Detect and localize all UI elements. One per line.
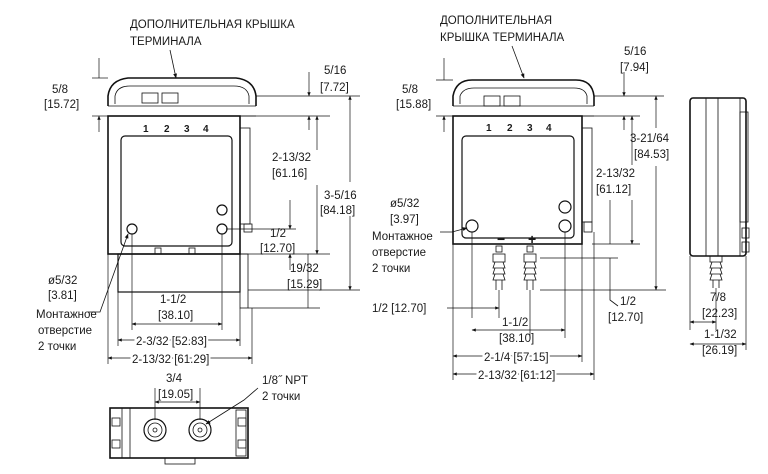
middle-front-view: ДОПОЛНИТЕЛЬНАЯ КРЫШКА ТЕРМИНАЛА 1 2 3 4 … xyxy=(372,15,670,384)
left-hole-size: ø5/32 xyxy=(48,275,77,287)
side-dim-depth-mm: [26.19] xyxy=(702,345,737,357)
middle-dim-top-left-frac: 5/8 xyxy=(402,84,418,96)
left-dim-top-right-frac: 5/16 xyxy=(324,65,346,77)
left-dim-width-outer: 2-13/32 [61.29] xyxy=(132,354,209,366)
left-dim-spacing-mm: [38.10] xyxy=(158,310,193,322)
left-dim-total-h-frac: 3-5/16 xyxy=(324,190,357,202)
left-dim-hole-h-mm: [12.70] xyxy=(260,243,295,255)
left-front-view: ДОПОЛНИТЕЛЬНАЯ КРЫШКА ТЕРМИНАЛА 1 2 3 4 xyxy=(36,19,360,368)
middle-terminal-3: 3 xyxy=(527,123,533,134)
bottom-dim-spacing-mm: [19.05] xyxy=(158,389,193,401)
middle-port-left xyxy=(492,253,506,290)
bottom-housing xyxy=(109,407,249,459)
middle-dim-top-left-mm: [15.88] xyxy=(396,99,431,111)
left-dim-width-inner: 2-3/32 [52.83] xyxy=(136,336,207,348)
middle-dim-top-right-frac: 5/16 xyxy=(624,46,646,58)
middle-terminal-1: 1 xyxy=(486,123,492,134)
middle-dim-width-inner: 2-1/4 [57.15] xyxy=(484,352,549,364)
right-side-view: 7/8 [22.23] 1-1/32 [26.19] xyxy=(689,97,750,357)
middle-port-plus: + xyxy=(528,231,536,247)
left-dim-body-h-frac: 2-13/32 xyxy=(272,152,311,164)
middle-housing xyxy=(452,115,583,245)
middle-terminal-2: 2 xyxy=(507,123,513,134)
side-dim-port-mm: [22.23] xyxy=(702,308,737,320)
left-mounting-hole-right xyxy=(216,223,228,235)
left-dim-spacing-frac: 1-1/2 xyxy=(160,294,186,306)
left-hole-label-3: 2 точки xyxy=(38,341,76,353)
middle-dim-port-h-mm: [12.70] xyxy=(608,312,643,324)
left-terminal-1: 1 xyxy=(143,124,149,135)
middle-port-right xyxy=(523,253,537,290)
middle-mounting-hole-left xyxy=(465,219,479,233)
bottom-dim-spacing-frac: 3/4 xyxy=(166,373,183,385)
side-dim-depth-frac: 1-1/32 xyxy=(704,329,737,341)
left-dim-body-h-mm: [61.16] xyxy=(272,168,307,180)
left-terminal-3: 3 xyxy=(184,124,190,135)
bottom-port-left xyxy=(143,418,167,442)
middle-dim-port-h-frac: 1/2 xyxy=(620,296,636,308)
middle-dim-body-h-mm: [61.12] xyxy=(596,184,631,196)
left-dim-top-left-mm: [15.72] xyxy=(44,99,79,111)
bottom-npt-count: 2 точки xyxy=(262,391,300,403)
middle-dim-spacing-mm: [38.10] xyxy=(499,333,534,345)
middle-hole-size-mm: [3.97] xyxy=(390,214,419,226)
left-terminal-2: 2 xyxy=(164,124,170,135)
middle-hole-label-3: 2 точки xyxy=(372,263,410,275)
middle-terminal-cover xyxy=(452,79,595,106)
bottom-npt-label: 1/8˝ NPT xyxy=(262,375,308,387)
left-callout-line2: ТЕРМИНАЛА xyxy=(130,36,202,48)
left-dim-bottom-h-frac: 19/32 xyxy=(290,263,319,275)
left-dim-total-h-mm: [84.18] xyxy=(320,205,355,217)
middle-dim-top-right-mm: [7.94] xyxy=(620,62,649,74)
middle-hole-label-1: Монтажное xyxy=(372,231,433,243)
left-dim-top-left-frac: 5/8 xyxy=(52,84,68,96)
left-dim-hole-h-frac: 1/2 xyxy=(270,228,286,240)
middle-dim-width-outer: 2-13/32 [61.12] xyxy=(478,370,555,382)
middle-dim-body-h-frac: 2-13/32 xyxy=(596,168,635,180)
side-dim-port-frac: 7/8 xyxy=(710,292,726,304)
middle-dim-spacing-frac: 1-1/2 xyxy=(502,317,528,329)
left-hole-label-1: Монтажное xyxy=(36,309,97,321)
middle-mounting-hole-right xyxy=(558,219,572,233)
left-callout-leader xyxy=(169,49,177,79)
middle-dim-port-offset: 1/2 [12.70] xyxy=(372,303,426,315)
left-terminal-4: 4 xyxy=(203,124,209,135)
middle-faceplate xyxy=(461,135,575,239)
middle-callout-leader xyxy=(511,45,525,79)
middle-dim-total-h-frac: 3-21/64 xyxy=(630,133,670,145)
middle-callout-line1: ДОПОЛНИТЕЛЬНАЯ xyxy=(440,15,552,27)
left-dim-top-right-mm: [7.72] xyxy=(320,82,349,94)
middle-terminal-4: 4 xyxy=(546,123,552,134)
middle-callout-line2: КРЫШКА ТЕРМИНАЛА xyxy=(440,32,565,44)
left-callout-line1: ДОПОЛНИТЕЛЬНАЯ КРЫШКА xyxy=(130,19,295,31)
left-terminal-cover xyxy=(107,77,257,106)
left-hole-size-mm: [3.81] xyxy=(48,290,77,302)
middle-hole-label-2: отверстие xyxy=(372,247,426,259)
middle-port-minus: − xyxy=(497,231,505,247)
bottom-port-right xyxy=(188,418,212,442)
left-mounting-hole-left xyxy=(126,223,138,235)
middle-hole-size: ø5/32 xyxy=(390,198,419,210)
left-dim-bottom-h-mm: [15.29] xyxy=(287,279,322,291)
side-port xyxy=(709,255,723,288)
left-hole-label-2: отверстие xyxy=(38,325,92,337)
bottom-view: 3/4 [19.05] 1/8˝ NPT 2 точки xyxy=(109,373,308,465)
middle-dim-total-h-mm: [84.53] xyxy=(634,149,669,161)
left-faceplate xyxy=(120,135,233,247)
